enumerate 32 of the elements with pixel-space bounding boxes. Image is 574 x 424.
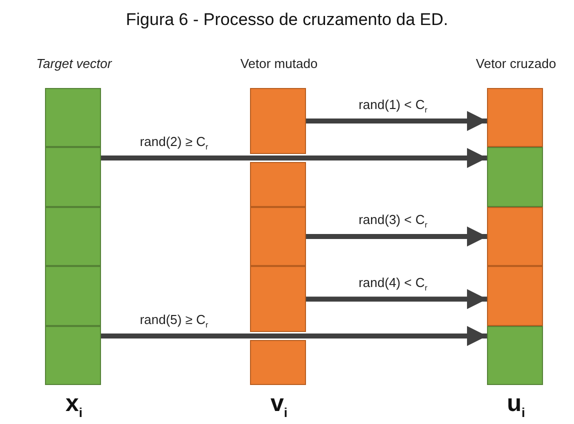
figure-title: Figura 6 - Processo de cruzamento da ED. [124, 10, 450, 30]
vector-symbol: v$_{i}$ [270, 390, 288, 420]
array-cell [45, 326, 101, 385]
array-cell [487, 206, 543, 266]
array-cell [250, 88, 306, 154]
arrow [306, 111, 487, 131]
array-cell [250, 340, 306, 385]
arrow [101, 148, 487, 168]
column-heading: Vetor cruzado [474, 56, 558, 71]
vector-symbol: u$_{i}$ [506, 390, 526, 420]
array-cell [45, 147, 101, 207]
array-cell [250, 162, 306, 207]
arrow [306, 226, 487, 246]
edge-label: rand(3) < C$_{r}$ [358, 212, 428, 230]
column-heading: Target vector [35, 56, 113, 71]
edge-label: rand(2) ≥ C$_{r}$ [140, 134, 208, 152]
column-heading: Vetor mutado [239, 56, 319, 71]
array-cell [487, 88, 543, 148]
vector-symbol: x$_{i}$ [64, 390, 84, 420]
array-cell [487, 266, 543, 326]
array-cell [250, 206, 306, 266]
edge-label: rand(1) < C$_{r}$ [358, 97, 428, 115]
arrow [101, 326, 487, 346]
array-cell [487, 326, 543, 385]
array-cell [45, 266, 101, 326]
arrow [306, 289, 487, 310]
array-cell [250, 266, 306, 332]
edge-label: rand(5) ≥ C$_{r}$ [140, 312, 208, 330]
array-cell [487, 147, 543, 207]
array-cell [45, 206, 101, 266]
edge-label: rand(4) < C$_{r}$ [358, 275, 428, 293]
array-cell [45, 88, 101, 148]
